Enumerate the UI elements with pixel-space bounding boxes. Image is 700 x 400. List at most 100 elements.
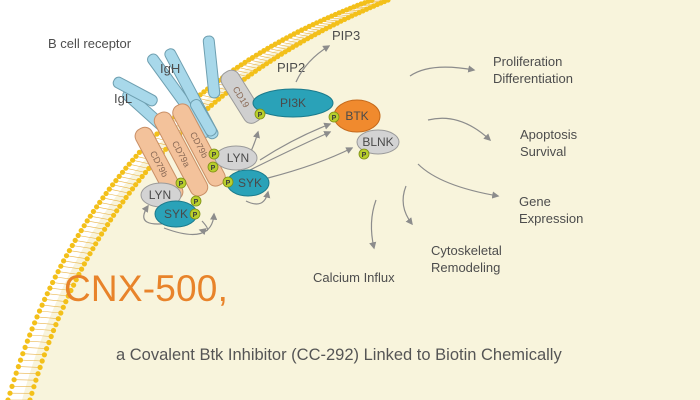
- membrane-tail: [44, 299, 66, 302]
- membrane-bead: [130, 157, 136, 163]
- membrane-tail: [263, 50, 282, 55]
- membrane-bead: [34, 314, 40, 320]
- membrane-tail: [99, 202, 120, 207]
- membrane-bead: [60, 304, 66, 310]
- membrane-tail: [248, 59, 267, 64]
- outcome-labels: Proliferation Differentiation Apoptosis …: [313, 54, 583, 285]
- membrane-bead: [116, 173, 122, 179]
- membrane-bead: [216, 96, 222, 102]
- membrane-bead: [114, 208, 120, 214]
- membrane-tail: [63, 260, 85, 265]
- membrane-bead: [27, 397, 33, 400]
- membrane-bead: [129, 186, 136, 192]
- membrane-bead: [103, 190, 109, 197]
- membrane-bead: [29, 326, 35, 332]
- membrane-tail: [52, 282, 74, 286]
- membrane-tail: [66, 255, 88, 260]
- membrane-bead: [73, 277, 79, 283]
- phosphate-marker: P: [207, 161, 219, 173]
- membrane-bead: [136, 149, 142, 155]
- membrane-bead: [142, 169, 149, 176]
- membrane-bead: [72, 237, 78, 243]
- membrane-bead: [139, 173, 145, 180]
- membrane-bead: [46, 339, 52, 346]
- membrane-bead: [238, 62, 244, 68]
- membrane-bead: [58, 263, 64, 269]
- blnk-node: BLNK: [356, 129, 400, 155]
- membrane-bead: [58, 310, 64, 316]
- svg-text:P: P: [226, 180, 231, 187]
- membrane-tail: [32, 328, 54, 331]
- membrane-bead: [242, 59, 248, 65]
- membrane-tail: [93, 211, 114, 216]
- membrane-bead: [261, 48, 267, 54]
- membrane-bead: [44, 291, 50, 297]
- membrane-tail: [125, 167, 146, 173]
- membrane-tail: [122, 172, 143, 177]
- membrane-bead: [55, 269, 61, 275]
- membrane-tail: [112, 184, 133, 190]
- phosphate-markers: P P P P P P P P P: [175, 108, 370, 220]
- membrane-bead: [278, 51, 285, 57]
- membrane-bead: [90, 246, 96, 252]
- membrane-bead: [208, 102, 215, 108]
- membrane-tail: [115, 180, 136, 185]
- membrane-tail: [109, 188, 130, 194]
- gene-label: Gene: [519, 194, 551, 209]
- membrane-bead: [39, 302, 45, 308]
- b-cell-receptor-antibody: [112, 35, 221, 140]
- membrane-bead: [66, 248, 72, 254]
- membrane-bead: [96, 236, 102, 242]
- membrane-tail: [18, 366, 41, 368]
- membrane-tail: [129, 163, 149, 169]
- membrane-bead: [87, 251, 93, 257]
- pi3k-label: PI3K: [280, 96, 306, 110]
- lyn-upper-node: LYN: [214, 145, 258, 171]
- membrane-tail: [267, 48, 286, 53]
- membrane-tail: [84, 225, 105, 230]
- membrane-tail: [233, 69, 252, 75]
- cell-interior: [22, 0, 700, 400]
- membrane-bead: [29, 390, 35, 396]
- membrane-bead: [133, 182, 139, 188]
- membrane-bead: [69, 242, 75, 249]
- membrane-tail: [81, 230, 102, 235]
- membrane-tail: [49, 287, 71, 291]
- lyn-lower-label: LYN: [149, 188, 171, 202]
- membrane-tail: [106, 193, 127, 198]
- membrane-tail: [271, 45, 289, 50]
- expression-label: Expression: [519, 211, 583, 226]
- svg-text:P: P: [362, 152, 367, 159]
- membrane-bead: [79, 266, 85, 272]
- svg-text:P: P: [258, 112, 263, 119]
- pip2-label: PIP2: [277, 60, 305, 75]
- membrane-bead: [276, 39, 282, 45]
- svg-text:P: P: [193, 212, 198, 219]
- membrane-bead: [256, 66, 262, 72]
- membrane-bead: [55, 316, 61, 322]
- membrane-bead: [61, 258, 67, 264]
- btk-node: BTK: [333, 99, 381, 133]
- syk-upper-label: SYK: [238, 176, 262, 190]
- membrane-bead: [7, 390, 13, 396]
- membrane-bead: [84, 256, 90, 262]
- membrane-bead: [249, 71, 255, 77]
- membrane-bead: [265, 45, 271, 52]
- membrane-bead: [290, 44, 296, 50]
- membrane-bead: [24, 338, 30, 344]
- membrane-bead: [17, 357, 24, 363]
- membrane-bead: [264, 61, 270, 67]
- membrane-bead: [119, 169, 126, 175]
- membrane-bead: [252, 68, 258, 74]
- membrane-bead: [53, 322, 59, 328]
- membrane-bead: [212, 99, 218, 105]
- membrane-bead: [123, 194, 129, 201]
- membrane-tail: [252, 57, 271, 62]
- membrane-tail: [282, 39, 301, 44]
- membrane-tail: [58, 271, 79, 275]
- membrane-bead: [123, 165, 129, 171]
- membrane-bead: [260, 63, 266, 69]
- membrane-bead: [219, 93, 225, 99]
- membrane-bead: [120, 199, 126, 205]
- membrane-bead: [39, 358, 45, 364]
